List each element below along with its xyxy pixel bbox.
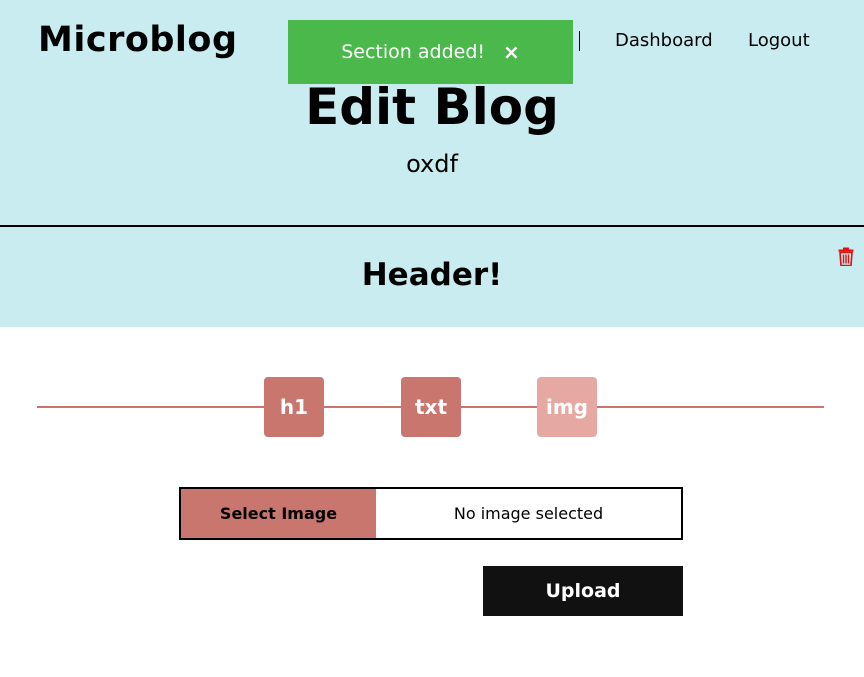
- page-header: Microblog Section added! × Dashboard Log…: [0, 0, 864, 227]
- nav-link-dashboard[interactable]: Dashboard: [615, 30, 713, 51]
- nav-divider: [579, 31, 580, 51]
- select-image-button[interactable]: Select Image: [181, 489, 376, 538]
- blog-name: oxdf: [406, 150, 458, 178]
- site-brand[interactable]: Microblog: [38, 20, 238, 60]
- toast-message: Section added!: [341, 41, 485, 63]
- blog-section-header: Header!: [0, 227, 864, 327]
- file-status-text: No image selected: [453, 504, 604, 523]
- add-txt-button[interactable]: txt: [401, 377, 461, 437]
- close-icon[interactable]: ×: [503, 40, 520, 64]
- add-h1-button[interactable]: h1: [264, 377, 324, 437]
- upload-button[interactable]: Upload: [483, 566, 683, 616]
- trash-icon[interactable]: [838, 247, 854, 266]
- add-img-button[interactable]: img: [537, 377, 597, 437]
- image-file-picker: Select Image No image selected: [179, 487, 683, 540]
- toast-notification: Section added! ×: [288, 20, 573, 84]
- section-heading: Header!: [361, 257, 503, 293]
- nav-link-logout[interactable]: Logout: [748, 30, 810, 51]
- page-title: Edit Blog: [305, 78, 559, 136]
